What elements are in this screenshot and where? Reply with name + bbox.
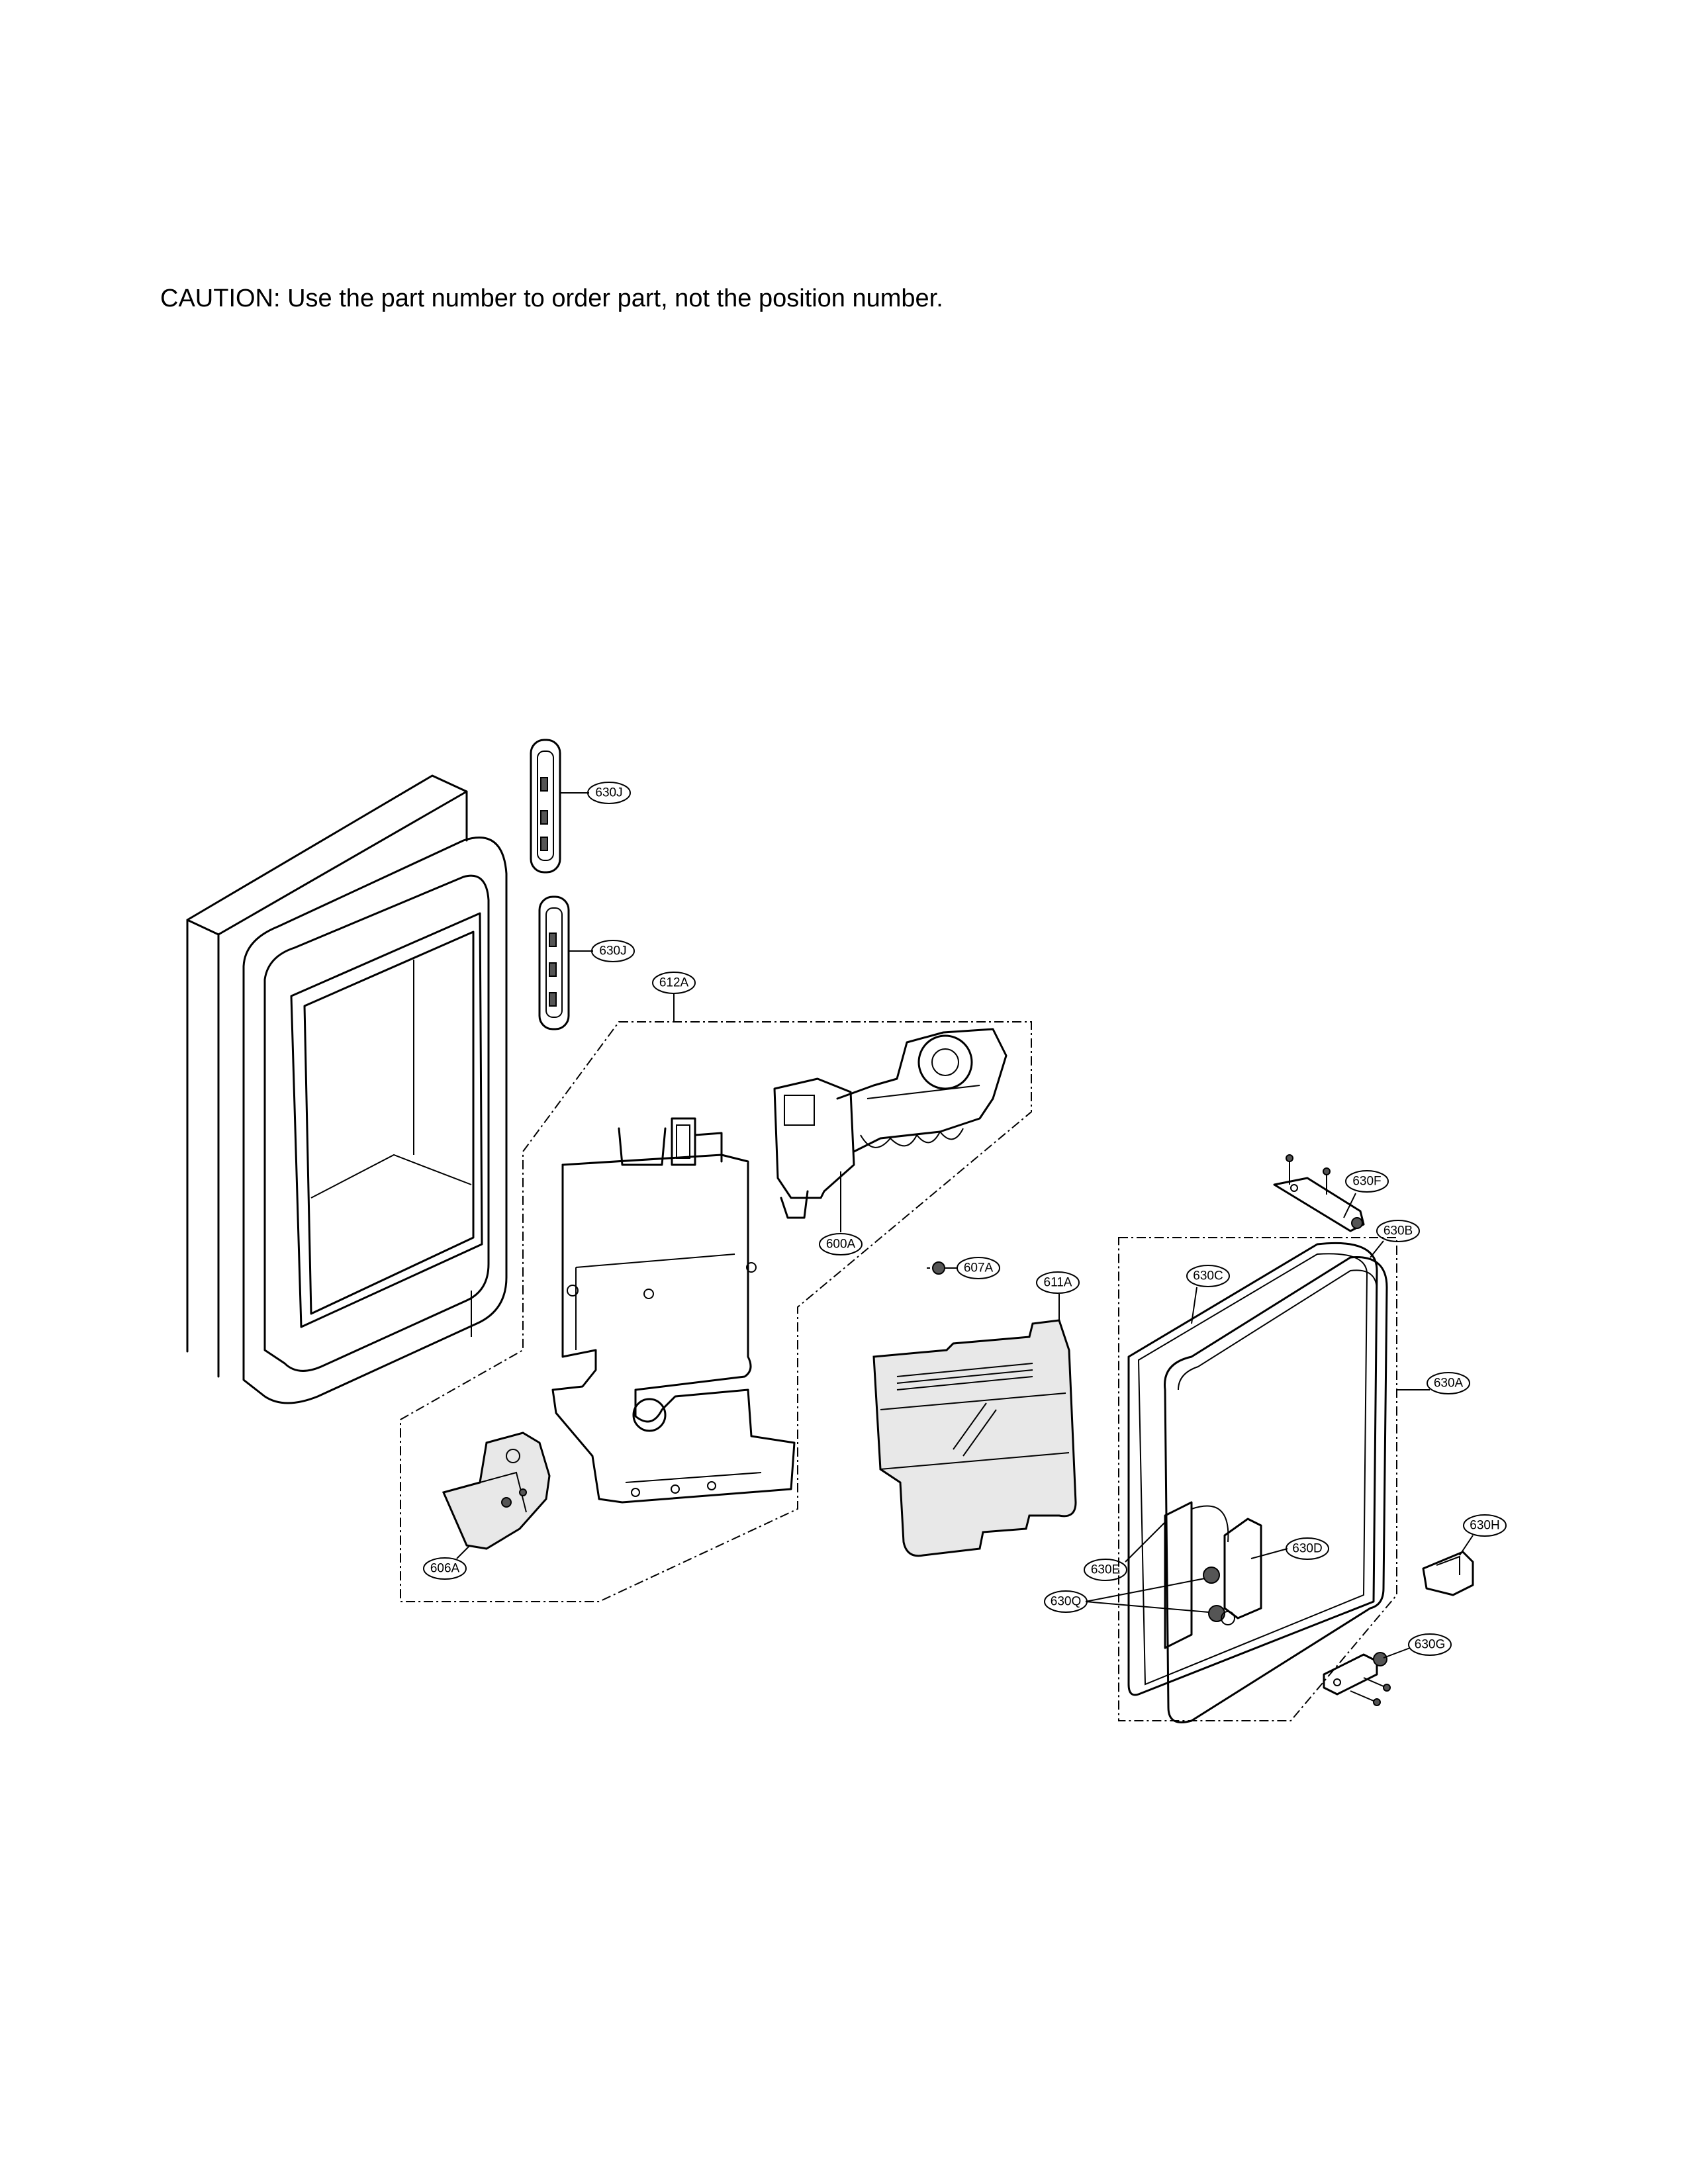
label-600A: 600A	[819, 1233, 863, 1255]
svg-text:630H: 630H	[1470, 1519, 1499, 1533]
svg-text:630A: 630A	[1434, 1377, 1464, 1390]
label-611A: 611A	[1036, 1271, 1080, 1294]
label-630J-top: 630J	[587, 782, 631, 804]
svg-text:630D: 630D	[1292, 1542, 1322, 1556]
part-630H-cap	[1422, 1535, 1474, 1596]
svg-text:630J: 630J	[599, 944, 626, 958]
group-612A-outline	[400, 994, 1032, 1602]
svg-text:630G: 630G	[1415, 1638, 1445, 1652]
label-630H: 630H	[1463, 1514, 1507, 1537]
svg-text:600A: 600A	[826, 1238, 856, 1251]
svg-text:630E: 630E	[1091, 1563, 1120, 1577]
label-630E: 630E	[1084, 1559, 1127, 1581]
svg-text:630F: 630F	[1352, 1175, 1381, 1189]
group-630A-outline	[1118, 1237, 1430, 1721]
svg-text:630J: 630J	[595, 786, 622, 800]
part-630J-lower	[538, 895, 593, 1030]
svg-text:630B: 630B	[1383, 1224, 1413, 1238]
ice-maker-bracket	[551, 1117, 796, 1504]
caution-note: CAUTION: Use the part number to order pa…	[160, 285, 943, 312]
label-630D: 630D	[1286, 1537, 1329, 1560]
svg-text:606A: 606A	[430, 1562, 460, 1576]
label-630G: 630G	[1408, 1633, 1452, 1656]
svg-text:612A: 612A	[659, 976, 689, 990]
label-630Q: 630Q	[1044, 1590, 1088, 1613]
part-607A-fastener	[927, 1261, 957, 1275]
part-630F-hinge	[1273, 1154, 1365, 1232]
part-600A-ice-maker	[773, 1028, 1008, 1232]
part-630C-gasket	[1127, 1242, 1378, 1696]
label-630A: 630A	[1427, 1372, 1470, 1394]
label-607A: 607A	[957, 1257, 1000, 1279]
label-630B: 630B	[1376, 1220, 1420, 1242]
part-630E-bracket	[1125, 1501, 1193, 1649]
part-630Q-fasteners	[1085, 1567, 1235, 1625]
label-630C: 630C	[1186, 1265, 1230, 1287]
door-frame	[186, 774, 508, 1404]
part-606A-motor	[442, 1432, 551, 1559]
part-611A-cover	[872, 1294, 1077, 1557]
part-630G-lower-hinge	[1323, 1647, 1411, 1706]
label-612A: 612A	[652, 972, 696, 994]
svg-text:607A: 607A	[964, 1261, 994, 1275]
label-606A: 606A	[423, 1557, 467, 1580]
part-630J-upper	[530, 739, 589, 874]
svg-text:630C: 630C	[1193, 1269, 1223, 1283]
svg-text:611A: 611A	[1044, 1276, 1072, 1290]
part-630D-handle	[1191, 1505, 1288, 1619]
label-630J-bottom: 630J	[591, 940, 635, 962]
label-630F: 630F	[1345, 1170, 1389, 1193]
part-630B-door-panel	[1164, 1240, 1388, 1723]
svg-text:630Q: 630Q	[1051, 1595, 1081, 1609]
